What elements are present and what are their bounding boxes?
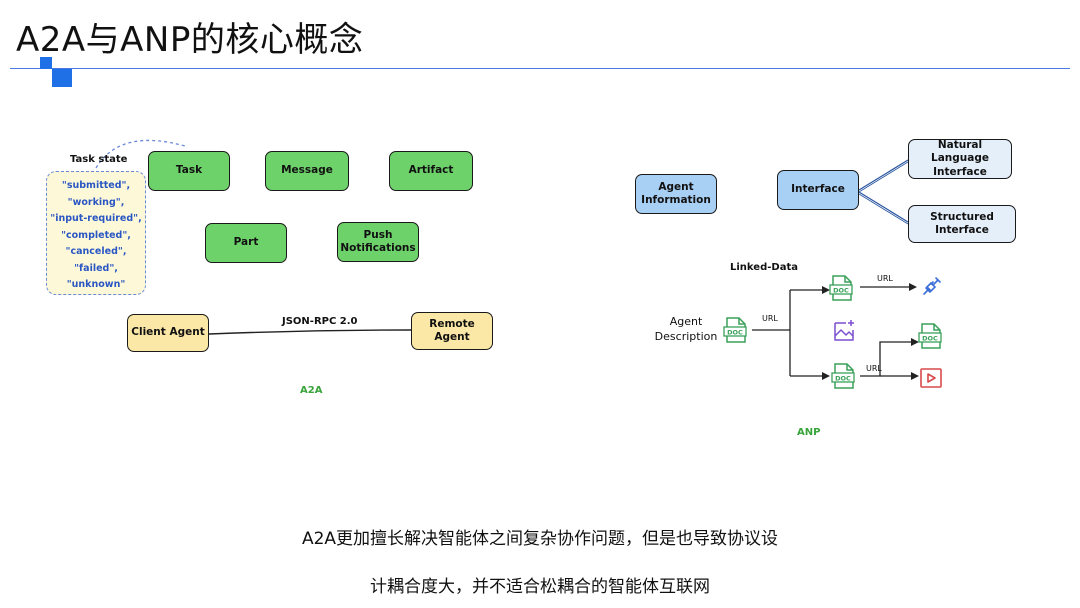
interface-to-natural-language-line [858, 159, 909, 191]
agent-description-label: Agent Description [654, 315, 718, 344]
doc-icon: DOC [831, 363, 855, 389]
agent-information-box: Agent Information [635, 174, 717, 214]
title-underline [10, 68, 1070, 69]
interface-to-structured-line-2 [858, 193, 909, 225]
footer-line-2: 计耦合度大，并不适合松耦合的智能体互联网 [370, 577, 710, 597]
task-state-item: "completed", [61, 229, 131, 241]
artifact-box: Artifact [389, 151, 473, 191]
plug-icon [923, 277, 941, 295]
task-state-item: "working", [67, 196, 125, 208]
json-rpc-line [208, 329, 413, 335]
accent-square-small [40, 57, 52, 69]
image-icon [834, 320, 854, 341]
task-state-item: "unknown" [66, 279, 126, 290]
natural-language-interface-box: Natural Language Interface [908, 139, 1012, 179]
page-title: A2A与ANP的核心概念 [16, 20, 364, 60]
url-label: URL [877, 274, 893, 283]
json-rpc-label: JSON-RPC 2.0 [282, 316, 358, 327]
doc-icon-text: DOC [922, 335, 938, 343]
anp-caption: ANP [797, 427, 821, 438]
doc-icon-text: DOC [727, 329, 743, 337]
doc-icon-text: DOC [835, 375, 851, 383]
linked-data-tree [752, 286, 912, 377]
task-state-item: "canceled", [65, 246, 127, 257]
task-state-item: "failed", [74, 262, 118, 274]
message-box: Message [265, 151, 349, 191]
footer-line-1: A2A更加擅长解决智能体之间复杂协作问题，但是也导致协议设 [301, 529, 779, 549]
interface-box: Interface [777, 170, 859, 210]
structured-interface-box: Structured Interface [908, 205, 1016, 243]
doc-icon: DOC [723, 317, 747, 343]
push-notifications-box: Push Notifications [337, 222, 419, 262]
task-state-list: "submitted", "working", "input-required"… [46, 171, 146, 295]
arrow-heads [822, 283, 919, 380]
a2a-caption: A2A [300, 385, 323, 396]
task-state-connector [95, 139, 186, 169]
url-label: URL [866, 364, 882, 373]
doc-icon-text: DOC [833, 287, 849, 295]
remote-agent-box: Remote Agent [411, 312, 493, 350]
part-box: Part [205, 223, 287, 263]
task-state-item: "input-required", [50, 213, 142, 224]
task-box: Task [148, 151, 230, 191]
play-icon [920, 368, 942, 388]
doc-icon: DOC [918, 323, 942, 349]
accent-square-large [52, 69, 72, 87]
url-label: URL [762, 314, 778, 323]
client-agent-box: Client Agent [127, 314, 209, 352]
interface-to-structured-line [858, 191, 909, 223]
task-state-label: Task state [70, 154, 128, 165]
doc-icon: DOC [829, 275, 853, 301]
task-state-item: "submitted", [61, 180, 131, 191]
linked-data-label: Linked-Data [730, 262, 798, 273]
interface-to-natural-language-line-2 [858, 161, 909, 193]
